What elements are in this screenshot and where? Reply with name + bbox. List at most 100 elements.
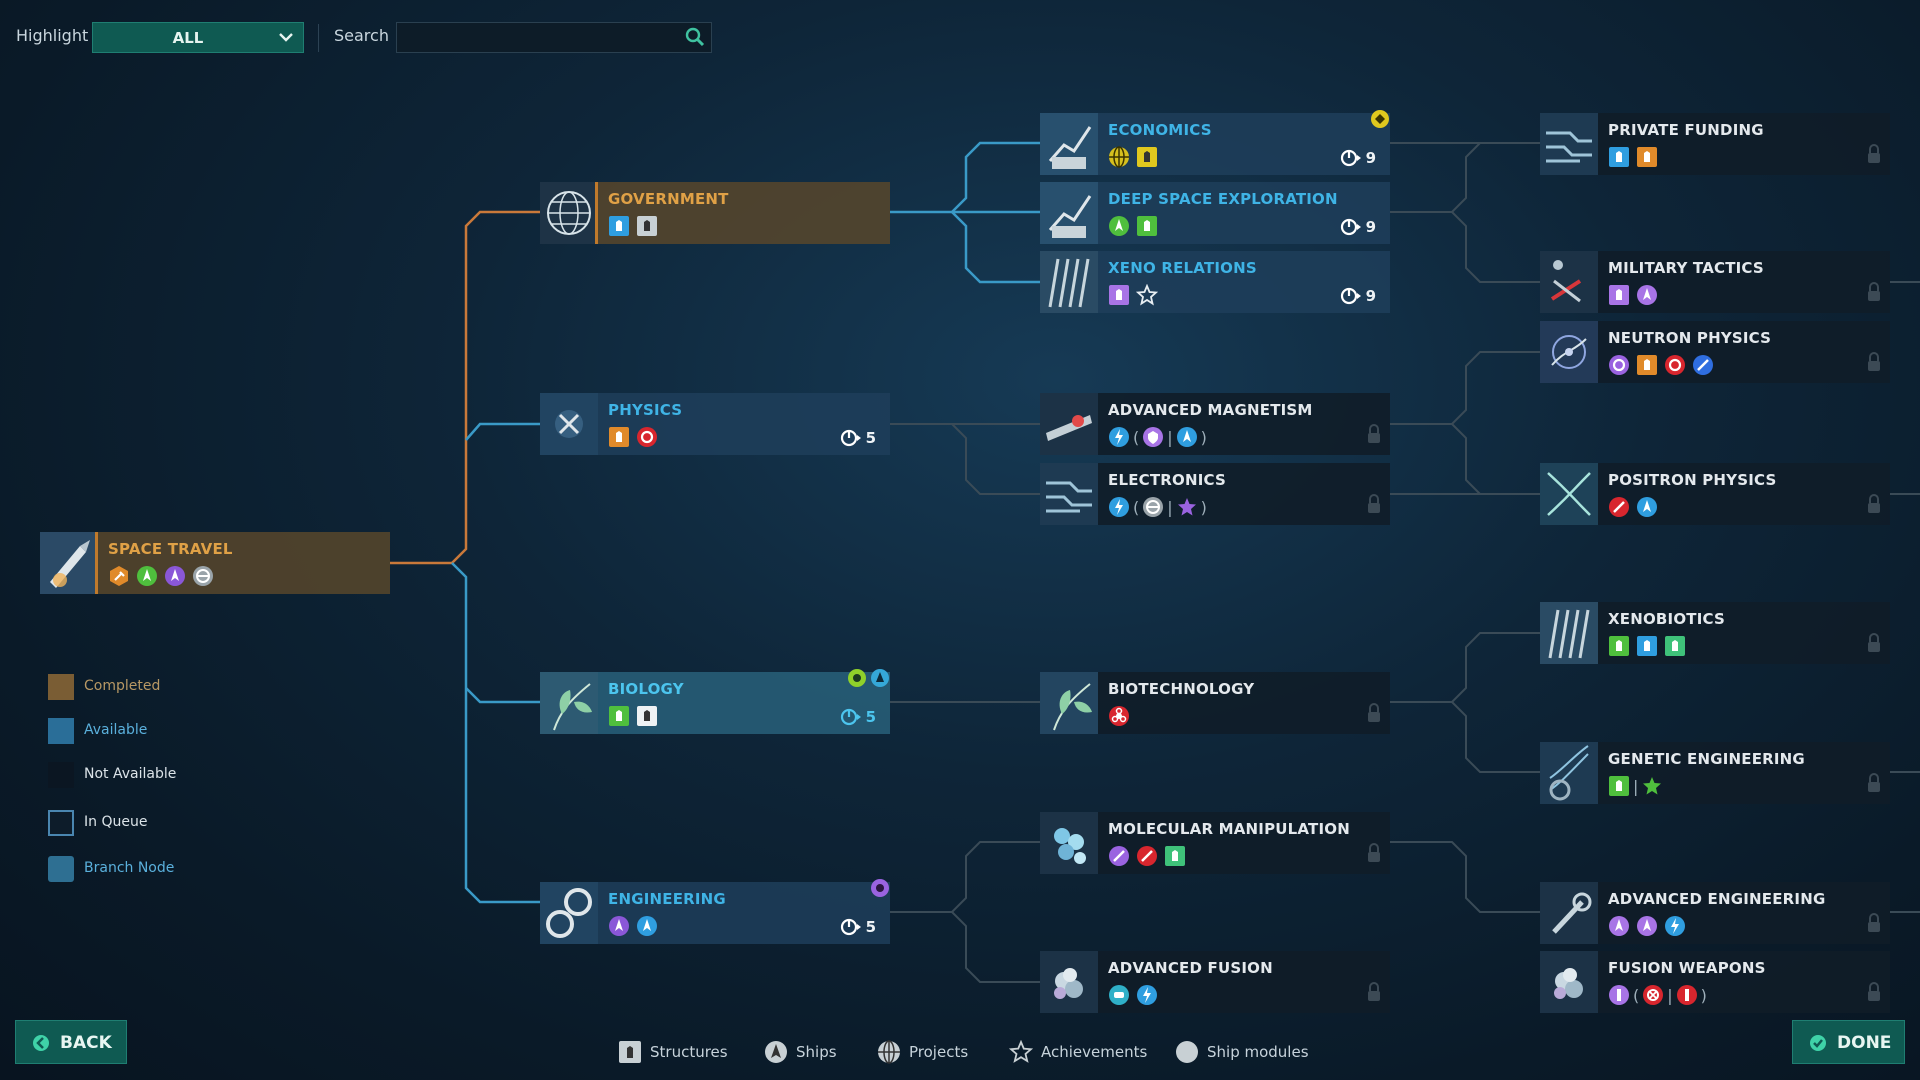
node-title: XENOBIOTICS bbox=[1608, 610, 1725, 628]
node-title: BIOLOGY bbox=[608, 680, 684, 698]
globe-icon bbox=[878, 1040, 900, 1064]
legend-not-available: Not Available bbox=[48, 760, 248, 788]
ship-module-icon bbox=[1108, 845, 1130, 867]
structure-icon bbox=[619, 1041, 641, 1063]
biohazard-icon bbox=[1108, 705, 1130, 727]
tech-node-genetic-engineering[interactable]: GENETIC ENGINEERING | bbox=[1540, 742, 1890, 804]
ship-module-icon bbox=[1136, 845, 1158, 867]
lock-icon bbox=[1868, 494, 1880, 513]
ship-module-icon bbox=[1692, 354, 1714, 376]
positron-physics-thumbnail bbox=[1540, 463, 1598, 525]
ship-module-icon bbox=[1676, 984, 1698, 1006]
lock-icon bbox=[1368, 982, 1380, 1001]
tech-node-advanced-magnetism[interactable]: ADVANCED MAGNETISM ( | ) bbox=[1040, 393, 1390, 455]
node-title: GENETIC ENGINEERING bbox=[1608, 750, 1805, 768]
structure-icon bbox=[608, 215, 630, 237]
ship-module-icon bbox=[1608, 984, 1630, 1006]
filter-ship-modules[interactable]: Ship modules bbox=[1175, 1038, 1309, 1066]
biotechnology-thumbnail bbox=[1040, 672, 1098, 734]
ship-icon bbox=[136, 565, 158, 587]
node-title: POSITRON PHYSICS bbox=[1608, 471, 1777, 489]
ship-module-icon bbox=[1664, 915, 1686, 937]
private-funding-thumbnail bbox=[1540, 113, 1598, 175]
highlight-label: Highlight bbox=[16, 26, 89, 45]
structure-icon bbox=[1608, 775, 1630, 797]
structure-icon bbox=[1136, 215, 1158, 237]
lock-icon bbox=[1868, 144, 1880, 163]
ship-module-icon bbox=[1142, 426, 1164, 448]
search-icon[interactable] bbox=[684, 26, 706, 48]
turns-icon bbox=[1340, 218, 1361, 236]
back-arrow-icon bbox=[33, 1035, 49, 1051]
tech-node-military-tactics[interactable]: MILITARY TACTICS bbox=[1540, 251, 1890, 313]
filter-ships[interactable]: Ships bbox=[764, 1038, 837, 1066]
node-title: ENGINEERING bbox=[608, 890, 726, 908]
structure-icon bbox=[1636, 635, 1658, 657]
tech-node-biotechnology[interactable]: BIOTECHNOLOGY bbox=[1040, 672, 1390, 734]
hammer-icon bbox=[108, 565, 130, 587]
project-icon bbox=[1108, 146, 1130, 168]
tech-node-space-travel[interactable]: SPACE TRAVEL bbox=[40, 532, 390, 594]
tech-node-xeno-relations[interactable]: XENO RELATIONS 9 bbox=[1040, 251, 1390, 313]
ship-icon bbox=[164, 565, 186, 587]
legend-completed: Completed bbox=[48, 672, 248, 700]
node-title: SPACE TRAVEL bbox=[108, 540, 233, 558]
tech-node-electronics[interactable]: ELECTRONICS ( | ) bbox=[1040, 463, 1390, 525]
electronics-thumbnail bbox=[1040, 463, 1098, 525]
tech-node-positron-physics[interactable]: POSITRON PHYSICS bbox=[1540, 463, 1890, 525]
lock-icon bbox=[1868, 633, 1880, 652]
lock-icon bbox=[1868, 352, 1880, 371]
tech-node-deep-space-exploration[interactable]: DEEP SPACE EXPLORATION 9 bbox=[1040, 182, 1390, 244]
node-title: ADVANCED MAGNETISM bbox=[1108, 401, 1313, 419]
structure-icon bbox=[1164, 845, 1186, 867]
lock-icon bbox=[1368, 843, 1380, 862]
legend-swatch bbox=[48, 810, 74, 836]
tech-node-government[interactable]: GOVERNMENT bbox=[540, 182, 890, 244]
ship-module-icon bbox=[1176, 426, 1198, 448]
filter-structures[interactable]: Structures bbox=[618, 1038, 728, 1066]
fusion-weapons-thumbnail bbox=[1540, 951, 1598, 1013]
tech-node-advanced-engineering[interactable]: ADVANCED ENGINEERING bbox=[1540, 882, 1890, 944]
done-button[interactable]: DONE bbox=[1792, 1020, 1905, 1064]
tech-node-physics[interactable]: PHYSICS 5 bbox=[540, 393, 890, 455]
structure-icon bbox=[1136, 146, 1158, 168]
tech-node-xenobiotics[interactable]: XENOBIOTICS bbox=[1540, 602, 1890, 664]
research-turns: 9 bbox=[1340, 149, 1376, 167]
tech-node-private-funding[interactable]: PRIVATE FUNDING bbox=[1540, 113, 1890, 175]
ship-module-icon bbox=[1664, 354, 1686, 376]
tech-node-neutron-physics[interactable]: NEUTRON PHYSICS bbox=[1540, 321, 1890, 383]
node-title: MOLECULAR MANIPULATION bbox=[1108, 820, 1350, 838]
search-input[interactable] bbox=[396, 22, 712, 53]
node-title: PHYSICS bbox=[608, 401, 683, 419]
back-button[interactable]: BACK bbox=[15, 1020, 127, 1064]
ship-module-icon bbox=[1608, 496, 1630, 518]
tech-node-biology[interactable]: BIOLOGY 5 bbox=[540, 669, 890, 734]
achievement-icon bbox=[1136, 284, 1158, 306]
ship-module-icon bbox=[1642, 984, 1664, 1006]
filter-projects[interactable]: Projects bbox=[877, 1038, 968, 1066]
star-icon bbox=[1009, 1040, 1033, 1063]
highlight-dropdown[interactable]: ALL bbox=[92, 22, 304, 53]
turns-icon bbox=[840, 918, 861, 936]
biology-thumbnail bbox=[540, 672, 598, 734]
tech-node-economics[interactable]: ECONOMICS 9 bbox=[1040, 110, 1390, 175]
xeno-relations-thumbnail bbox=[1040, 251, 1098, 313]
toolbar-divider bbox=[318, 24, 319, 52]
tech-node-fusion-weapons[interactable]: FUSION WEAPONS ( | ) bbox=[1540, 951, 1890, 1013]
filter-achievements[interactable]: Achievements bbox=[1009, 1038, 1147, 1066]
lock-icon bbox=[1368, 424, 1380, 443]
structure-icon bbox=[1108, 284, 1130, 306]
advanced-engineering-thumbnail bbox=[1540, 882, 1598, 944]
ship-module-icon bbox=[1136, 984, 1158, 1006]
tech-node-engineering[interactable]: ENGINEERING 5 bbox=[540, 879, 890, 944]
node-title: ADVANCED ENGINEERING bbox=[1608, 890, 1826, 908]
research-turns: 5 bbox=[840, 708, 876, 726]
tech-node-advanced-fusion[interactable]: ADVANCED FUSION bbox=[1040, 951, 1390, 1013]
structure-icon bbox=[1636, 354, 1658, 376]
node-title: XENO RELATIONS bbox=[1108, 259, 1257, 277]
ship-module-icon bbox=[192, 565, 214, 587]
gear-badge-icon bbox=[1371, 110, 1389, 128]
node-title: NEUTRON PHYSICS bbox=[1608, 329, 1772, 347]
tech-node-molecular-manipulation[interactable]: MOLECULAR MANIPULATION bbox=[1040, 812, 1390, 874]
ship-module-icon bbox=[1176, 1041, 1198, 1063]
